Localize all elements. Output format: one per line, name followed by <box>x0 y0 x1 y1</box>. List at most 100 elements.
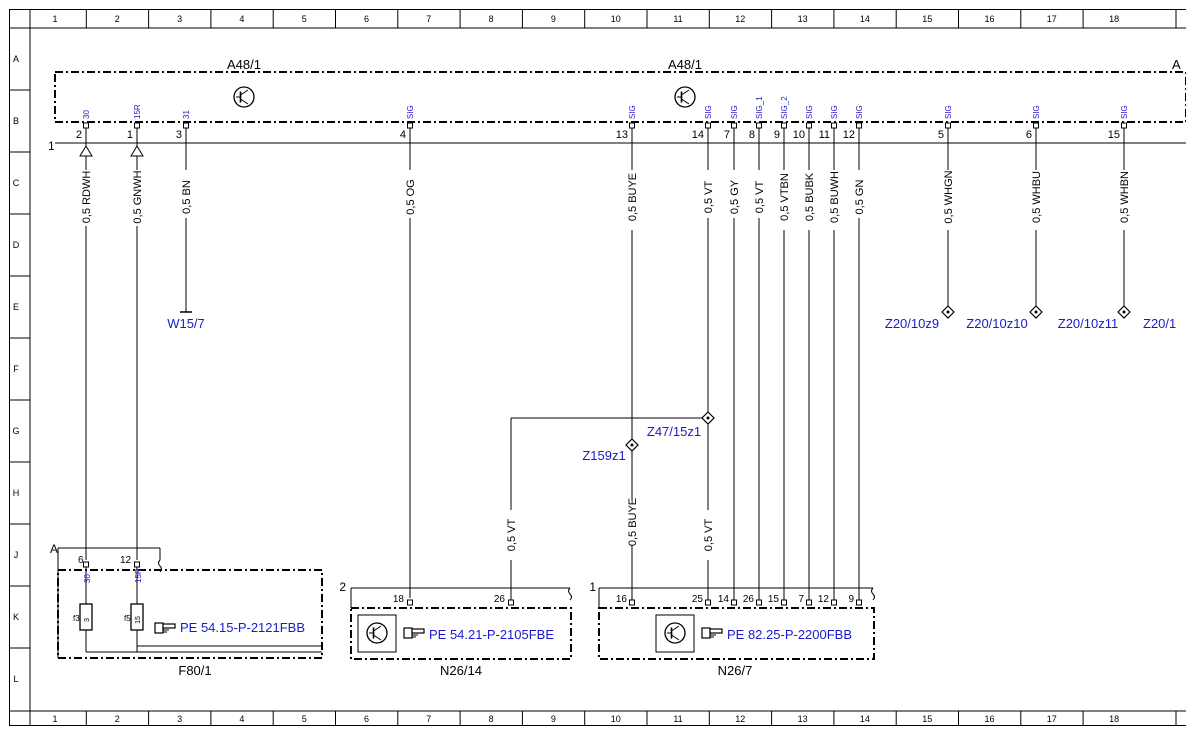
pin-signal: SIG_1 <box>755 96 764 119</box>
transistor-icon <box>664 622 686 644</box>
pin-terminal <box>705 599 711 606</box>
drawing-frame: 1122334455667788991010111112121313141415… <box>9 9 1186 726</box>
column-number: 18 <box>1109 14 1119 24</box>
wire-label: 0,5 BUBK <box>804 172 816 221</box>
outer-border <box>9 9 1186 726</box>
pin-signal: SIG_2 <box>780 96 789 119</box>
module-n26-7 <box>598 587 875 660</box>
column-number: 3 <box>177 714 182 724</box>
fuse-icon <box>79 603 93 631</box>
connector-pin-11 <box>831 122 837 129</box>
pin-signal: 15R <box>133 104 142 119</box>
pin-terminal <box>407 599 413 606</box>
wiring-layer <box>54 71 1186 600</box>
module-dashed <box>350 607 572 660</box>
column-number: 15 <box>922 714 932 724</box>
wire-label: 0,5 OG <box>405 179 417 214</box>
pin-number: 13 <box>616 129 628 141</box>
row-letter: L <box>13 674 18 684</box>
pin-signal: SIG <box>1032 105 1041 119</box>
row-letter: C <box>13 178 20 188</box>
fuse-box-dashed <box>57 569 323 659</box>
column-number: 6 <box>364 714 369 724</box>
pin-number: 9 <box>848 594 854 605</box>
transistor-emitter <box>681 98 690 105</box>
column-number: 9 <box>551 714 556 724</box>
hand-pointer-icon <box>154 622 176 634</box>
pin-terminal <box>731 122 737 129</box>
column-number: 18 <box>1109 714 1119 724</box>
pin-terminal <box>1033 122 1039 129</box>
pin-terminal <box>629 599 635 606</box>
column-number: 15 <box>922 14 932 24</box>
break-mark <box>568 587 572 601</box>
row-letter: D <box>13 240 20 250</box>
reference-link: PE 54.21-P-2105FBE <box>429 627 554 642</box>
wire-label: 0,5 WHBN <box>1119 171 1131 223</box>
module-tag: 1 <box>589 580 596 594</box>
pin-terminal <box>705 122 711 129</box>
connector-pin-14 <box>705 122 711 129</box>
pin-terminal <box>83 561 89 568</box>
column-number: 7 <box>426 14 431 24</box>
fuse-arrow-icon <box>79 145 93 157</box>
a48-title-right: A <box>1172 57 1181 72</box>
connector-pin-8 <box>756 122 762 129</box>
transistor-collector <box>373 625 382 632</box>
module-name: F80/1 <box>178 663 211 678</box>
pin-number: 18 <box>393 594 405 605</box>
module-name: N26/14 <box>440 663 482 678</box>
wire-label: 0,5 VTBN <box>779 173 791 221</box>
row-letter: K <box>13 612 19 622</box>
pin-signal: SIG <box>805 105 814 119</box>
wire-label: 0,5 WHGN <box>943 170 955 223</box>
fuse-value: 3 <box>84 618 91 622</box>
row-letter: F <box>13 364 19 374</box>
module-tag: 2 <box>339 580 346 594</box>
column-number: 13 <box>798 714 808 724</box>
connector-pin-4 <box>407 122 413 129</box>
pin-terminal <box>407 122 413 129</box>
fuse-label: f3 <box>73 614 80 623</box>
column-number: 6 <box>364 14 369 24</box>
a48-title-mid: A48/1 <box>668 57 702 72</box>
pin-number: 1 <box>127 129 133 141</box>
fuse-arrow-icon <box>130 145 144 157</box>
connector-pin-12 <box>856 122 862 129</box>
column-number: 12 <box>735 714 745 724</box>
pin-terminal <box>945 122 951 129</box>
column-number: 8 <box>489 14 494 24</box>
pin-number: 26 <box>494 594 506 605</box>
wire-label: 0,5 BUWH <box>829 171 841 223</box>
pin-number: 7 <box>724 129 730 141</box>
component-boxes <box>57 547 875 660</box>
pin-terminal <box>781 599 787 606</box>
pin-number: 6 <box>1026 129 1032 141</box>
a48-title-left: A48/1 <box>227 57 261 72</box>
row-letter: A <box>13 54 19 64</box>
wire-label: 0,5 VT <box>703 181 715 214</box>
connector-pin-1 <box>134 122 140 129</box>
connector-pin-13 <box>629 122 635 129</box>
module-dashed <box>598 607 875 660</box>
pin-number: 3 <box>176 129 182 141</box>
hand-palm <box>701 627 711 639</box>
pin-terminal <box>83 122 89 129</box>
column-number: 2 <box>115 14 120 24</box>
connector-pin-9 <box>781 122 787 129</box>
fuse-value: 15 <box>135 616 142 624</box>
column-number: 7 <box>426 714 431 724</box>
connector-pin-6 <box>1033 122 1039 129</box>
pin-number: 2 <box>76 129 82 141</box>
pin-terminal <box>731 599 737 606</box>
pin-terminal <box>756 599 762 606</box>
hand-palm <box>403 627 413 639</box>
hand-finger <box>411 628 425 634</box>
module-n26-14 <box>350 587 572 660</box>
splice-label: Z20/10z9 <box>885 316 939 331</box>
hand-pointer-icon <box>403 627 425 639</box>
bus-marker: 1 <box>48 139 55 153</box>
row-letter: E <box>13 302 19 312</box>
row-letter: J <box>14 550 19 560</box>
